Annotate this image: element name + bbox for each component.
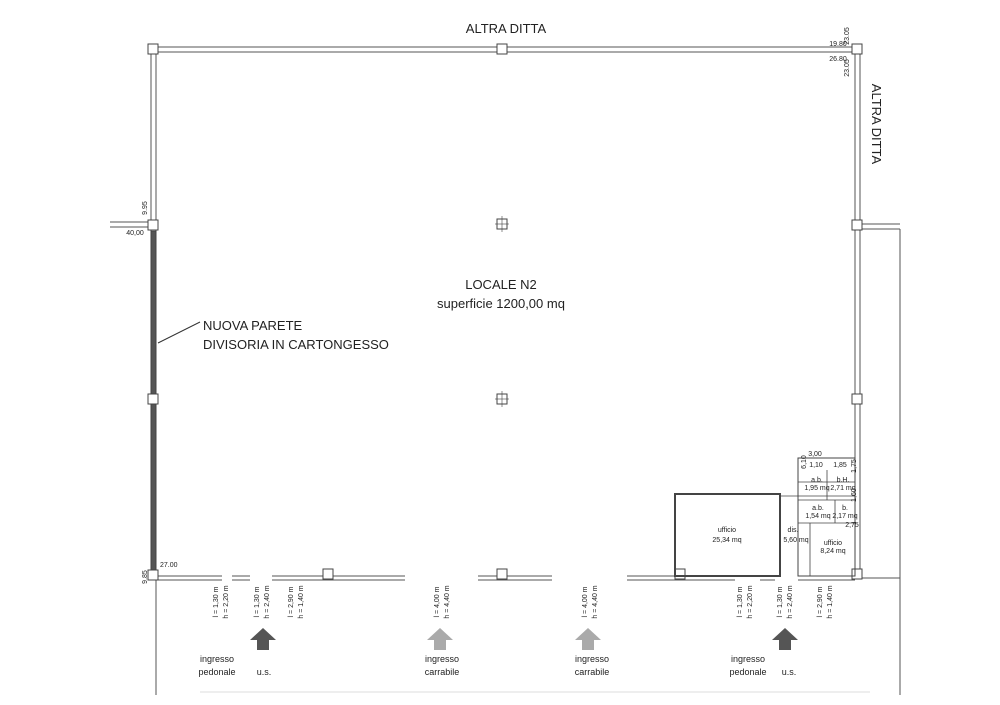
room-dis-area: 5,60 mq — [783, 537, 808, 544]
office-1-name: ufficio — [718, 527, 736, 534]
dim-top-right-v2: 23.05 — [844, 59, 851, 77]
entrance-3-arrow-icon — [575, 628, 601, 650]
opening-3-height: h = 1,40 m — [298, 585, 305, 618]
service-block: 3,00 1,10 1,85 6,10 1,75 1,60 2,75 a.b. … — [780, 451, 859, 577]
room-b-area: 2,17 mq — [832, 513, 857, 520]
opening-1-width: l = 1,30 m — [213, 586, 220, 617]
entrance-3-line1: ingresso — [575, 654, 609, 664]
room-ab1-area: 1,95 mq — [804, 485, 829, 492]
opening-2-height: h = 2,40 m — [264, 585, 271, 618]
entrance-4-line2: pedonale — [729, 667, 766, 677]
opening-1-height: h = 2,20 m — [223, 585, 230, 618]
opening-8-height: h = 1,40 m — [827, 585, 834, 618]
opening-4-width: l = 4,00 m — [434, 586, 441, 617]
room-bh-name: b.H. — [837, 477, 850, 484]
opening-5-width: l = 4,00 m — [582, 586, 589, 617]
entrance-4-line1: ingresso — [731, 654, 765, 664]
dim-top-right-a: 19.80 — [829, 41, 847, 48]
opening-3-width: l = 2,90 m — [288, 586, 295, 617]
dim-left-v: 9.95 — [142, 201, 149, 215]
dim-service-w1: 1,10 — [809, 462, 823, 469]
dim-top-right-v1: 23.05 — [844, 27, 851, 45]
opening-labels: l = 1,30 m h = 2,20 m l = 1,30 m h = 2,4… — [213, 585, 834, 618]
columns — [147, 43, 863, 581]
opening-5-height: h = 4,40 m — [592, 585, 599, 618]
room-ab2-area: 1,54 mq — [805, 513, 830, 520]
entrance-2-arrow-icon — [427, 628, 453, 650]
room-area: superficie 1200,00 mq — [437, 296, 565, 311]
office-1-area: 25,34 mq — [712, 537, 741, 544]
entrance-4-extra: u.s. — [782, 667, 797, 677]
opening-6-width: l = 1,30 m — [737, 586, 744, 617]
opening-4-height: h = 4,40 m — [444, 585, 451, 618]
office-2-name: ufficio — [824, 540, 842, 547]
dim-left-40: 40,00 — [126, 230, 144, 237]
dim-service-w2: 1,85 — [833, 462, 847, 469]
room-ab1-name: a.b. — [811, 477, 823, 484]
entrance-2-line2: carrabile — [425, 667, 460, 677]
partition-label-1: NUOVA PARETE — [203, 318, 303, 333]
entrance-3-line2: carrabile — [575, 667, 610, 677]
entrance-1-arrow-icon — [250, 628, 276, 650]
entrance-1-line1: ingresso — [200, 654, 234, 664]
opening-7-width: l = 1,30 m — [777, 586, 784, 617]
dim-service-h2: 1,75 — [851, 459, 858, 473]
dim-service-width: 3,00 — [808, 451, 822, 458]
entrance-4-arrow-icon — [772, 628, 798, 650]
entrance-labels: ingresso pedonale u.s. ingresso carrabil… — [198, 654, 796, 677]
room-dis-name: dis. — [788, 527, 799, 534]
partition-label-2: DIVISORIA IN CARTONGESSO — [203, 337, 389, 352]
dim-top-right-b: 26.80 — [829, 56, 847, 63]
opening-8-width: l = 2,90 m — [817, 586, 824, 617]
dimension-labels: 19.80 26.80 23.05 23.05 9.95 40,00 27.00… — [126, 27, 851, 584]
dim-service-h1: 6,10 — [801, 455, 808, 469]
opening-6-height: h = 2,20 m — [747, 585, 754, 618]
room-title: LOCALE N2 — [465, 277, 537, 292]
dim-bottom-27: 27.00 — [160, 562, 178, 569]
entrance-1-line2: pedonale — [198, 667, 235, 677]
office-2-area: 8,24 mq — [820, 548, 845, 555]
neighbor-right-label: ALTRA DITTA — [869, 84, 884, 165]
neighbor-top-label: ALTRA DITTA — [466, 21, 547, 36]
dim-bottom-v: 9.85 — [142, 570, 149, 584]
room-bh-area: 2,71 mq — [830, 485, 855, 492]
room-ab2-name: a.b. — [812, 505, 824, 512]
dim-service-w3: 2,75 — [845, 522, 859, 529]
dim-service-h3: 1,60 — [851, 488, 858, 502]
room-b-name: b. — [842, 505, 848, 512]
opening-7-height: h = 2,40 m — [787, 585, 794, 618]
opening-2-width: l = 1,30 m — [254, 586, 261, 617]
entrance-2-line1: ingresso — [425, 654, 459, 664]
office-1: ufficio 25,34 mq — [674, 493, 781, 577]
entrance-1-extra: u.s. — [257, 667, 272, 677]
entrance-arrows — [250, 628, 798, 650]
